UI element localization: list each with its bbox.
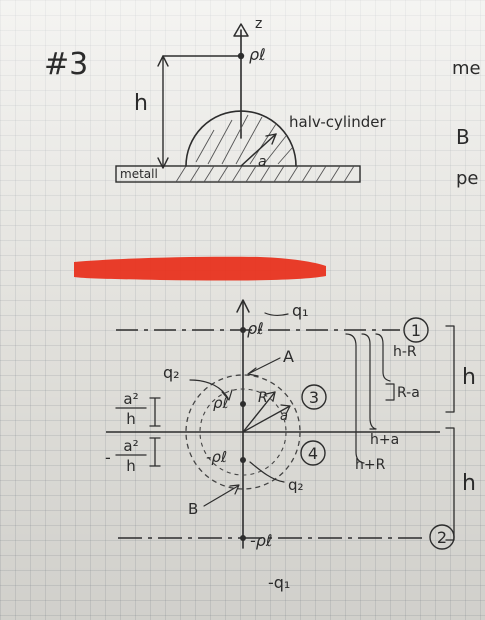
brace-h-minus-R bbox=[375, 333, 391, 382]
radius-a-label: a bbox=[280, 409, 288, 424]
half-cylinder-hatching bbox=[195, 114, 293, 165]
height-arrow-down-icon bbox=[157, 157, 169, 169]
neg-line-density-bottom-label: -ρℓ bbox=[250, 531, 273, 550]
charge-inner-bottom-dot bbox=[240, 457, 246, 463]
charge-top-label: q₁ bbox=[292, 301, 309, 320]
metal-ground bbox=[115, 165, 361, 183]
line-density-top-label: ρℓ bbox=[247, 319, 264, 338]
region-4-marker bbox=[300, 440, 326, 466]
radius-arrow-icon bbox=[265, 133, 277, 145]
height-arrow-up-icon bbox=[157, 55, 169, 67]
charge-top-dot bbox=[240, 327, 246, 333]
dist-R-minus-a-label: R-a bbox=[397, 385, 420, 401]
frac-lower-numerator: a² bbox=[123, 437, 138, 455]
line-density-inner-label: ρℓ bbox=[213, 394, 229, 412]
radius-R-arrow-icon bbox=[265, 391, 276, 402]
brace-h-plus-R bbox=[345, 333, 365, 464]
line-1-number: 1 bbox=[411, 321, 421, 340]
neg-line-density-inner-label: -ρℓ bbox=[206, 448, 227, 466]
q2-arrow-icon bbox=[221, 389, 233, 401]
margin-text-1: me bbox=[452, 58, 481, 79]
z-label: z bbox=[255, 16, 262, 32]
radius-a-line bbox=[242, 405, 291, 433]
margin-text-3: pe bbox=[456, 168, 479, 189]
point-B-label: B bbox=[188, 500, 198, 518]
radius-a-arrow-icon bbox=[280, 404, 291, 415]
point-A-label: A bbox=[283, 347, 294, 366]
charge-bottom-dot bbox=[240, 535, 246, 541]
bracket-h-lower bbox=[445, 427, 455, 541]
radius-R-line bbox=[242, 391, 276, 433]
radius-line bbox=[240, 133, 277, 167]
frac-upper-bracket bbox=[149, 397, 161, 427]
ground-label: metall bbox=[120, 167, 158, 181]
charge-inner-bottom-label: q₂ bbox=[288, 476, 304, 494]
image-diagram: R a q₁ ρℓ 1 2 A q₂ ρℓ 3 4 -ρℓ q₂ bbox=[105, 299, 476, 592]
metal-hatching bbox=[175, 165, 355, 183]
line-2-number: 2 bbox=[437, 528, 447, 547]
charge-inner-top-label: q₂ bbox=[163, 363, 180, 382]
cylinder-circle-a bbox=[199, 388, 287, 476]
brace-R-minus-a bbox=[385, 383, 395, 401]
line-charge-label: ρℓ bbox=[249, 45, 266, 64]
top-sketch: #3 z ρℓ h metall bbox=[44, 16, 481, 189]
frac-lower-bracket bbox=[149, 437, 161, 467]
point-A-arrow-icon bbox=[247, 367, 259, 377]
radius-R-label: R bbox=[258, 390, 268, 406]
dist-h-plus-R-label: h+R bbox=[355, 457, 386, 473]
half-cylinder bbox=[185, 110, 297, 167]
region-3-marker bbox=[301, 384, 327, 410]
frac-upper-denominator: h bbox=[126, 410, 136, 428]
q2-leader bbox=[189, 379, 229, 399]
point-A-leader bbox=[249, 357, 281, 374]
diagram-axis-arrow-icon bbox=[236, 299, 250, 313]
dist-h-lower-label: h bbox=[462, 471, 476, 496]
bracket-h-upper bbox=[445, 325, 455, 413]
dist-h-minus-R-label: h-R bbox=[393, 344, 417, 360]
point-B-leader bbox=[203, 485, 239, 507]
q2-bottom-leader bbox=[249, 461, 285, 483]
cylinder-circle-R bbox=[185, 374, 301, 490]
margin-text-2: B bbox=[456, 125, 470, 149]
region-3-label: 3 bbox=[309, 388, 319, 407]
frac-minus-sign: - bbox=[105, 448, 111, 467]
frac-upper-numerator: a² bbox=[123, 390, 138, 408]
shape-label: halv-cylinder bbox=[289, 113, 386, 131]
brace-h-plus-a bbox=[361, 333, 377, 430]
problem-number: #3 bbox=[44, 47, 88, 82]
radius-label: a bbox=[258, 154, 267, 170]
dist-h-upper-label: h bbox=[462, 365, 476, 390]
z-arrow-icon bbox=[233, 23, 249, 37]
redaction-scribble bbox=[74, 256, 326, 281]
frac-lower-denominator: h bbox=[126, 457, 136, 475]
charge-bottom-label: -q₁ bbox=[268, 573, 290, 592]
line-1-marker bbox=[403, 317, 429, 343]
q1-leader bbox=[264, 312, 289, 316]
dist-h-plus-a-label: h+a bbox=[370, 432, 399, 448]
point-B-arrow-icon bbox=[229, 484, 240, 495]
height-label: h bbox=[134, 91, 148, 116]
region-4-label: 4 bbox=[308, 444, 318, 463]
charge-inner-top-dot bbox=[240, 401, 246, 407]
